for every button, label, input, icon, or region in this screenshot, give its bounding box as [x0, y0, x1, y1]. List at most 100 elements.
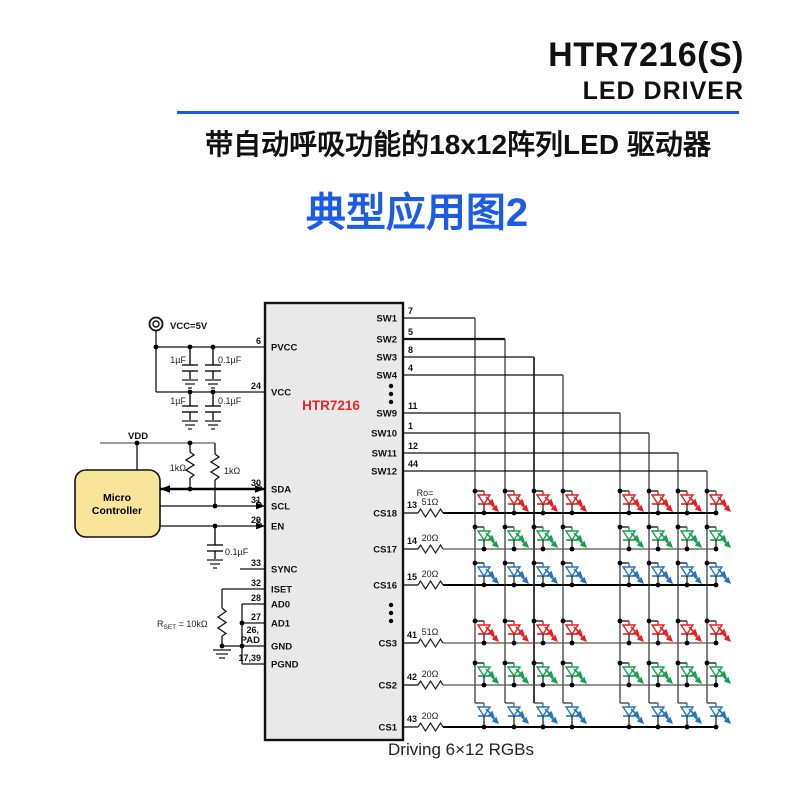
micro-controller-label: Micro: [103, 492, 131, 504]
resistor-label: Ro=: [417, 488, 434, 498]
micro-controller-box: [74, 469, 161, 538]
figure-title: 典型应用图2: [305, 191, 529, 235]
junction-dots: [134, 344, 245, 649]
ground-symbol: [182, 379, 221, 389]
resistor: [417, 679, 444, 691]
pin-label: PGND: [271, 660, 299, 671]
resistor: [417, 579, 444, 591]
pin-label: AD1: [271, 619, 291, 630]
pin-number: 44: [408, 459, 418, 469]
junction-dot: [684, 546, 690, 552]
junction-dot: [569, 510, 575, 516]
led-emission-arrowhead: [636, 576, 644, 584]
led: [506, 530, 522, 542]
junction-dot: [626, 682, 632, 688]
led-emission-arrowhead: [665, 634, 673, 642]
led-emission-arrowhead: [521, 540, 529, 548]
led-emission-arrowhead: [575, 670, 583, 678]
arrowhead-right: [256, 522, 265, 530]
power-wires: [155, 331, 265, 393]
junction-dot: [511, 582, 517, 588]
led-emission-arrowhead: [491, 634, 499, 642]
led-emission-arrowhead: [690, 628, 698, 636]
led-emission-arrowhead: [636, 676, 644, 684]
led-emission-arrowhead: [517, 670, 525, 678]
junction-dot: [481, 640, 487, 646]
junction-dot: [481, 682, 487, 688]
led-emission-arrowhead: [665, 540, 673, 548]
led-emission-arrowhead: [517, 534, 525, 542]
led-emission-arrowhead: [521, 576, 529, 584]
junction-dot: [540, 640, 546, 646]
led: [679, 494, 695, 506]
pullup-resistors: [184, 443, 221, 506]
junction-dot: [655, 582, 661, 588]
junction-dot: [481, 724, 487, 730]
led-emission-arrowhead: [579, 504, 587, 512]
led-emission-arrowhead: [487, 570, 495, 578]
led-emission-arrowhead: [665, 716, 673, 724]
led: [476, 624, 492, 636]
led: [679, 666, 695, 678]
pvcc-capacitors: [182, 347, 221, 379]
led-emission-arrowhead: [487, 670, 495, 678]
led-emission-arrowhead: [521, 634, 529, 642]
led: [506, 494, 522, 506]
led-emission-arrowhead: [723, 576, 731, 584]
led-emission-arrowhead: [487, 628, 495, 636]
pin-label: CS2: [379, 681, 397, 692]
led-emission-arrowhead: [579, 540, 587, 548]
led-emission-arrowhead: [632, 498, 640, 506]
led: [476, 666, 492, 678]
led-emission-arrowhead: [521, 676, 529, 684]
led-emission-arrowhead: [723, 504, 731, 512]
led-emission-arrowhead: [575, 534, 583, 542]
led: [708, 566, 724, 578]
led: [679, 530, 695, 542]
pin-label: VCC: [271, 388, 291, 399]
led-emission-arrowhead: [575, 710, 583, 718]
led: [506, 666, 522, 678]
led-emission-arrowhead: [632, 710, 640, 718]
led: [535, 624, 551, 636]
ic-body: [263, 301, 405, 742]
pin-number: 24: [251, 381, 261, 391]
led-emission-arrowhead: [546, 628, 554, 636]
led-emission-arrowhead: [636, 634, 644, 642]
led: [708, 666, 724, 678]
pin-number: 14: [407, 536, 417, 546]
led-emission-arrowhead: [719, 628, 727, 636]
led-emission-arrowhead: [550, 676, 558, 684]
junction-dot: [511, 724, 517, 730]
junction-dot: [540, 546, 546, 552]
led: [506, 566, 522, 578]
led-emission-arrowhead: [636, 540, 644, 548]
led: [564, 494, 580, 506]
pin-number: 4: [408, 363, 413, 373]
pin-label: SCL: [271, 502, 290, 513]
junction-dot: [540, 724, 546, 730]
pin-number: 42: [407, 672, 417, 682]
vcc-terminal: [148, 316, 164, 332]
led-emission-arrowhead: [579, 676, 587, 684]
pin-number: 6: [256, 336, 261, 346]
led-emission-arrowhead: [546, 710, 554, 718]
junction-dot: [540, 510, 546, 516]
doc-description: 带自动呼吸功能的18x12阵列LED 驱动器: [205, 129, 711, 160]
led: [650, 530, 666, 542]
led-emission-arrowhead: [661, 570, 669, 578]
led-emission-arrowhead: [632, 628, 640, 636]
junction-dot: [684, 724, 690, 730]
arrowhead-right: [255, 485, 265, 493]
en-capacitor: [207, 526, 223, 559]
led: [708, 494, 724, 506]
led-emission-arrowhead: [723, 676, 731, 684]
led: [476, 530, 492, 542]
led-emission-arrowhead: [632, 570, 640, 578]
led-emission-arrowhead: [723, 716, 731, 724]
junction-dot: [684, 682, 690, 688]
ground-symbol: [213, 649, 231, 659]
pin-label: AD0: [271, 600, 290, 611]
led-emission-arrowhead: [487, 498, 495, 506]
pin-arrow-tick: [255, 519, 263, 525]
